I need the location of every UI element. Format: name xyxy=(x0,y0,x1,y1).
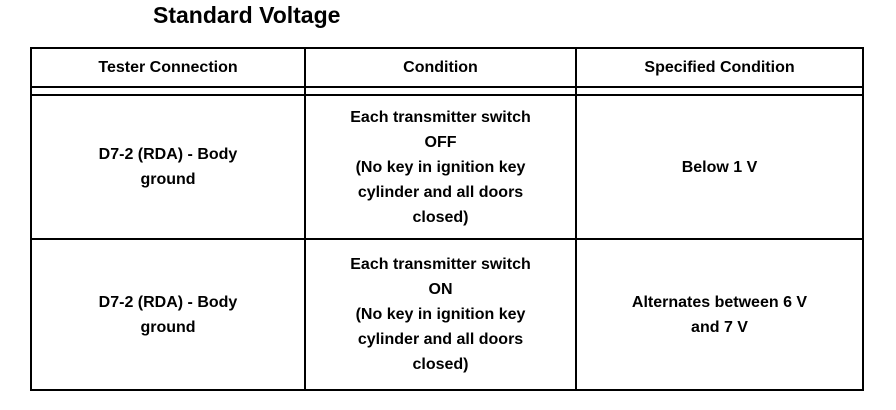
table-header: Tester Connection Condition Specified Co… xyxy=(30,47,864,88)
cell-line: (No key in ignition key xyxy=(355,158,526,176)
column-header-tester-connection: Tester Connection xyxy=(30,47,306,88)
header-rule-segment-2 xyxy=(304,86,577,96)
cell-tester-connection: D7-2 (RDA) - Body ground xyxy=(30,238,306,391)
cell-specified-condition: Below 1 V xyxy=(575,94,864,240)
column-header-condition: Condition xyxy=(304,47,577,88)
cell-line: and 7 V xyxy=(691,318,748,336)
header-rule-segment-3 xyxy=(575,86,864,96)
column-header-specified-condition: Specified Condition xyxy=(575,47,864,88)
cell-condition: Each transmitter switch OFF (No key in i… xyxy=(304,94,577,240)
cell-line: Each transmitter switch xyxy=(350,108,531,126)
cell-condition: Each transmitter switch ON (No key in ig… xyxy=(304,238,577,391)
page-title: Standard Voltage xyxy=(153,2,341,28)
cell-line: ON xyxy=(428,281,453,298)
table-row: D7-2 (RDA) - Body ground Each transmitte… xyxy=(30,94,864,240)
cell-line: ground xyxy=(140,171,196,188)
cell-tester-connection: D7-2 (RDA) - Body ground xyxy=(30,94,306,240)
table-header-row: Tester Connection Condition Specified Co… xyxy=(30,47,864,88)
cell-line: Below 1 V xyxy=(681,158,758,176)
cell-line: (No key in ignition key xyxy=(355,306,526,323)
cell-specified-condition: Alternates between 6 V and 7 V xyxy=(575,238,864,391)
header-rule-segment-1 xyxy=(30,86,306,96)
cell-line: Alternates between 6 V xyxy=(631,293,808,311)
cell-line: closed) xyxy=(412,356,469,373)
cell-line: D7-2 (RDA) - Body xyxy=(98,293,238,311)
cell-line: cylinder and all doors xyxy=(357,331,524,348)
standard-voltage-table: Tester Connection Condition Specified Co… xyxy=(30,47,864,391)
cell-line: ground xyxy=(140,318,196,336)
cell-line: D7-2 (RDA) - Body xyxy=(98,146,238,163)
cell-line: cylinder and all doors xyxy=(357,183,524,201)
table-body: D7-2 (RDA) - Body ground Each transmitte… xyxy=(30,86,864,391)
header-double-rule xyxy=(30,86,864,96)
table-row: D7-2 (RDA) - Body ground Each transmitte… xyxy=(30,238,864,391)
cell-line: closed) xyxy=(412,208,469,226)
cell-line: OFF xyxy=(424,133,457,151)
cell-line: Each transmitter switch xyxy=(350,256,531,273)
